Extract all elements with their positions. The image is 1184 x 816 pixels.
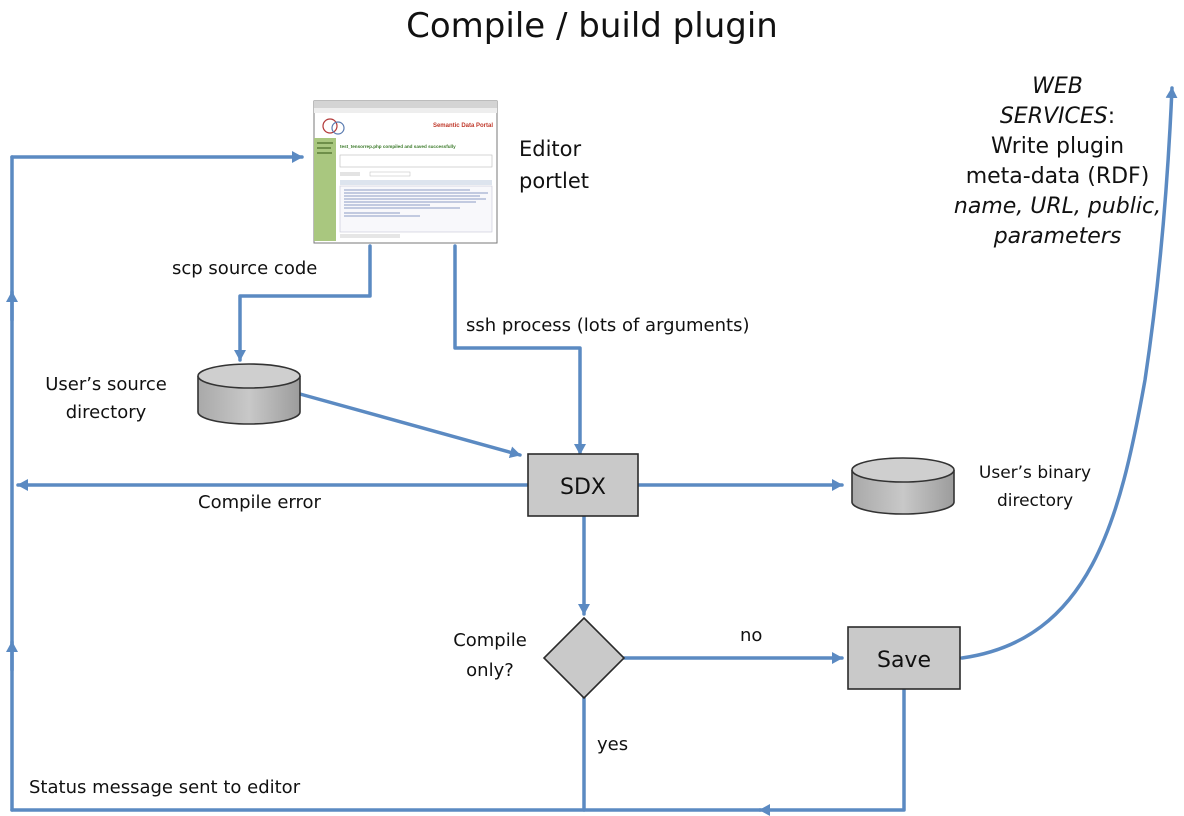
edge-source-to-sdx xyxy=(298,392,522,459)
thumbnail-logo xyxy=(322,118,345,135)
decision-label: Compile only? xyxy=(453,630,527,681)
web-services-text: WEB SERVICES: Write plugin meta-data (RD… xyxy=(930,72,1184,252)
edge-save-return xyxy=(758,688,906,816)
editor-portlet-thumbnail: Semantic Data Portal test_tensorrep.php … xyxy=(313,100,498,244)
ws-line-1: WEB xyxy=(1032,74,1083,99)
source-directory-cylinder xyxy=(197,363,301,425)
sdx-box xyxy=(527,453,639,517)
ws-line-3: Write plugin xyxy=(990,134,1125,159)
save-label: Save xyxy=(877,648,931,673)
ws-line-6: parameters xyxy=(993,224,1122,249)
ws-line-5: name, URL, public, xyxy=(953,194,1162,219)
decision-diamond xyxy=(542,616,626,700)
editor-portlet-label: Editor portlet xyxy=(519,137,590,193)
sdx-label: SDX xyxy=(560,475,606,500)
ws-line-2: SERVICES xyxy=(999,104,1108,129)
edge-scp-source xyxy=(234,244,372,362)
ws-line-4: meta-data (RDF) xyxy=(965,164,1150,189)
ssh-process-label: ssh process (lots of arguments) xyxy=(466,315,750,336)
no-label: no xyxy=(740,625,763,646)
binary-directory-cylinder xyxy=(851,457,955,515)
ws-line-2-colon: : xyxy=(1107,104,1116,129)
status-message-label: Status message sent to editor xyxy=(29,777,301,798)
save-box xyxy=(847,626,961,690)
source-directory-label: User’s source directory xyxy=(45,374,167,423)
page-title: Compile / build plugin xyxy=(406,6,778,46)
edge-ssh-process xyxy=(453,244,586,456)
scp-source-code-label: scp source code xyxy=(172,258,318,279)
compile-error-label: Compile error xyxy=(198,492,321,513)
thumbnail-status-line: test_tensorrep.php compiled and saved su… xyxy=(340,144,456,149)
binary-directory-label: User’s binary directory xyxy=(978,463,1092,511)
edge-web-services xyxy=(960,86,1178,660)
yes-label: yes xyxy=(597,734,629,755)
thumbnail-header-title: Semantic Data Portal xyxy=(433,123,493,129)
